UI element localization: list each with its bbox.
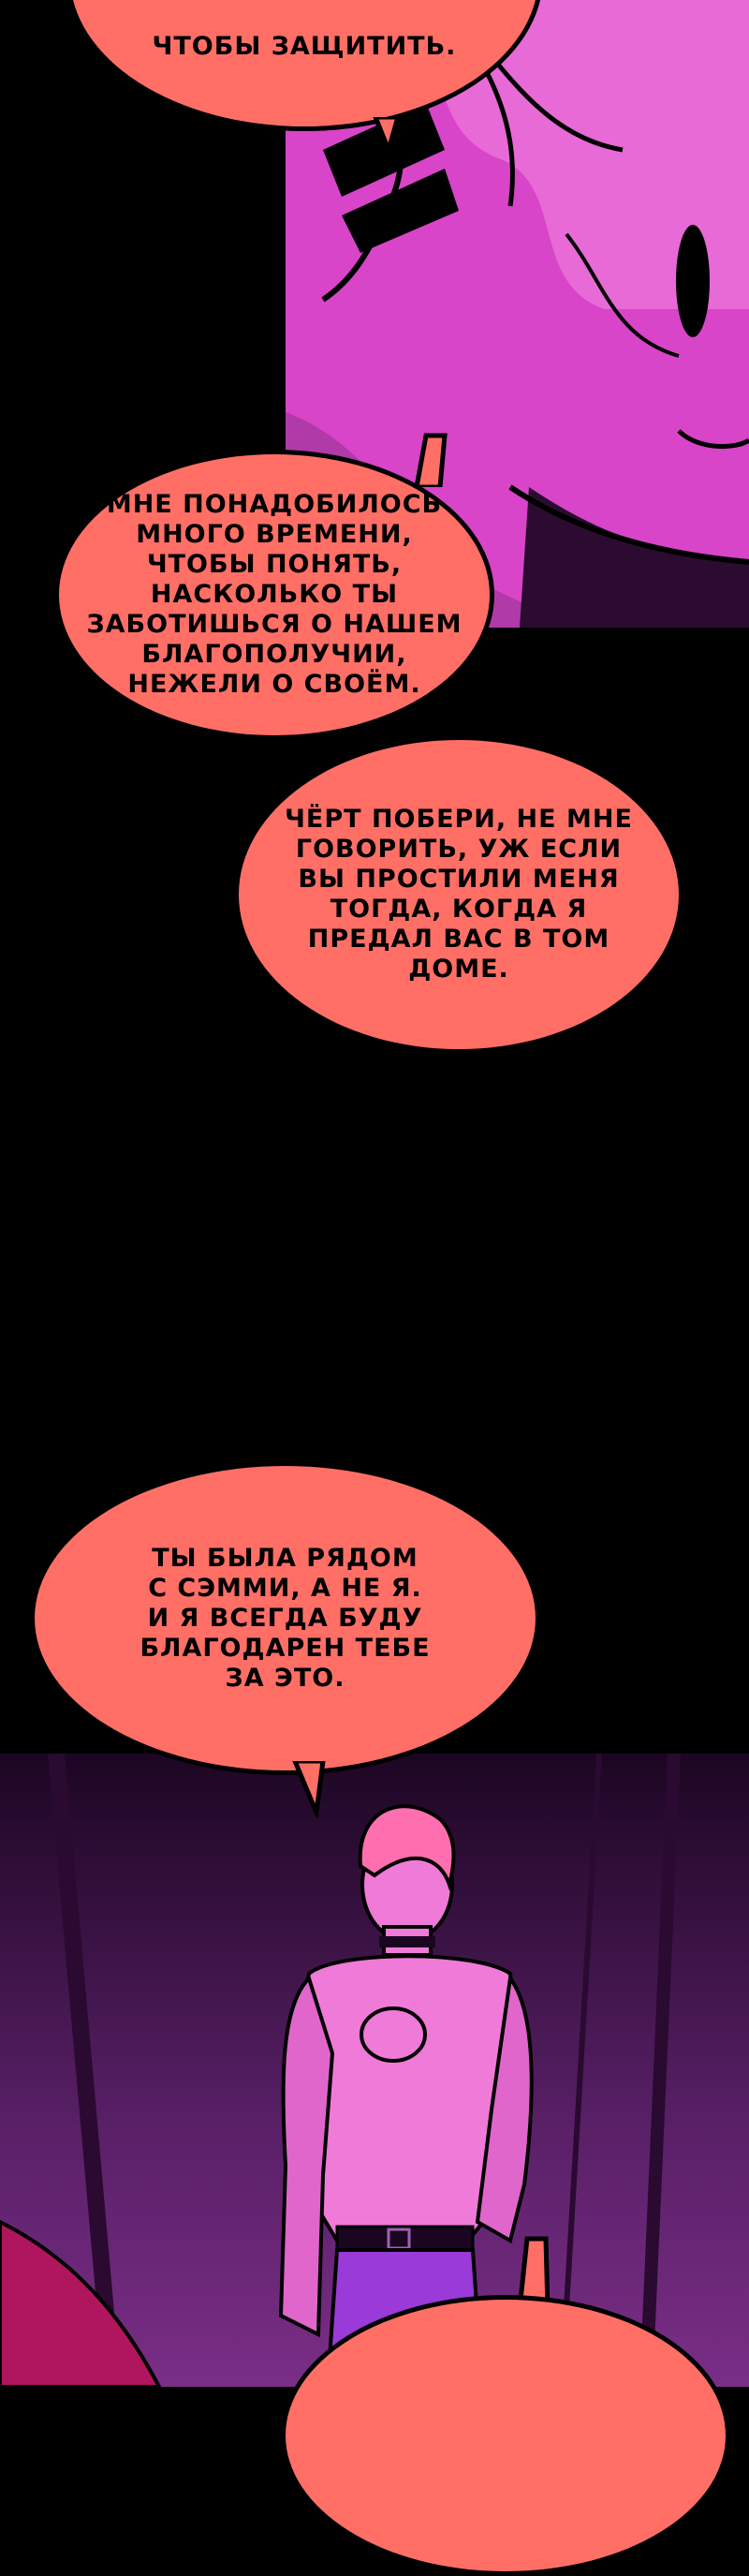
bubble-3-line-3: благодарен тебе xyxy=(140,1633,431,1663)
bubble-1-line-1: много времени, xyxy=(136,520,413,549)
bubble-2-line-1: говорить, уж если xyxy=(295,835,623,864)
bubble-1-line-2: чтобы понять, xyxy=(146,550,403,579)
speech-bubble-2: чёрт побери, не мне говорить, уж если вы… xyxy=(234,735,683,1054)
bubble-0-line: чтобы защитить. xyxy=(152,32,457,61)
panel-standing-figure xyxy=(0,1754,749,2387)
speech-bubble-0-tail xyxy=(373,117,401,155)
speech-bubble-3-tail xyxy=(292,1761,326,1817)
bubble-3-line-1: с сэмми, а не я. xyxy=(148,1573,422,1603)
bubble-1-line-3: насколько ты xyxy=(150,580,399,609)
speech-bubble-4 xyxy=(281,2295,730,2576)
speech-bubble-1: мне понадобилось много времени, чтобы по… xyxy=(54,450,494,740)
bubble-2-line-4: предал вас в том xyxy=(307,925,610,954)
speech-bubble-4-tail xyxy=(517,2236,551,2309)
bubble-2-line-5: доме. xyxy=(408,955,509,984)
bubble-1-line-0: мне понадобилось xyxy=(106,490,443,519)
bubble-3-line-0: ты была рядом xyxy=(152,1543,419,1573)
bubble-1-line-6: нежели о своём. xyxy=(127,670,421,699)
bubble-3-line-2: и я всегда буду xyxy=(147,1603,423,1633)
bubble-1-line-5: благополучии, xyxy=(141,640,407,669)
bubble-2-line-0: чёрт побери, не мне xyxy=(285,805,633,834)
figure-illustration xyxy=(0,1754,749,2387)
speech-bubble-3: ты была рядом с сэмми, а не я. и я всегд… xyxy=(30,1461,540,1775)
bubble-1-line-4: заботишься о нашем xyxy=(86,610,463,639)
bubble-3-line-4: за это. xyxy=(225,1663,345,1693)
bubble-2-line-2: вы простили меня xyxy=(298,865,620,894)
speech-bubble-1-tail xyxy=(414,433,448,487)
bubble-2-line-3: тогда, когда я xyxy=(330,895,588,924)
